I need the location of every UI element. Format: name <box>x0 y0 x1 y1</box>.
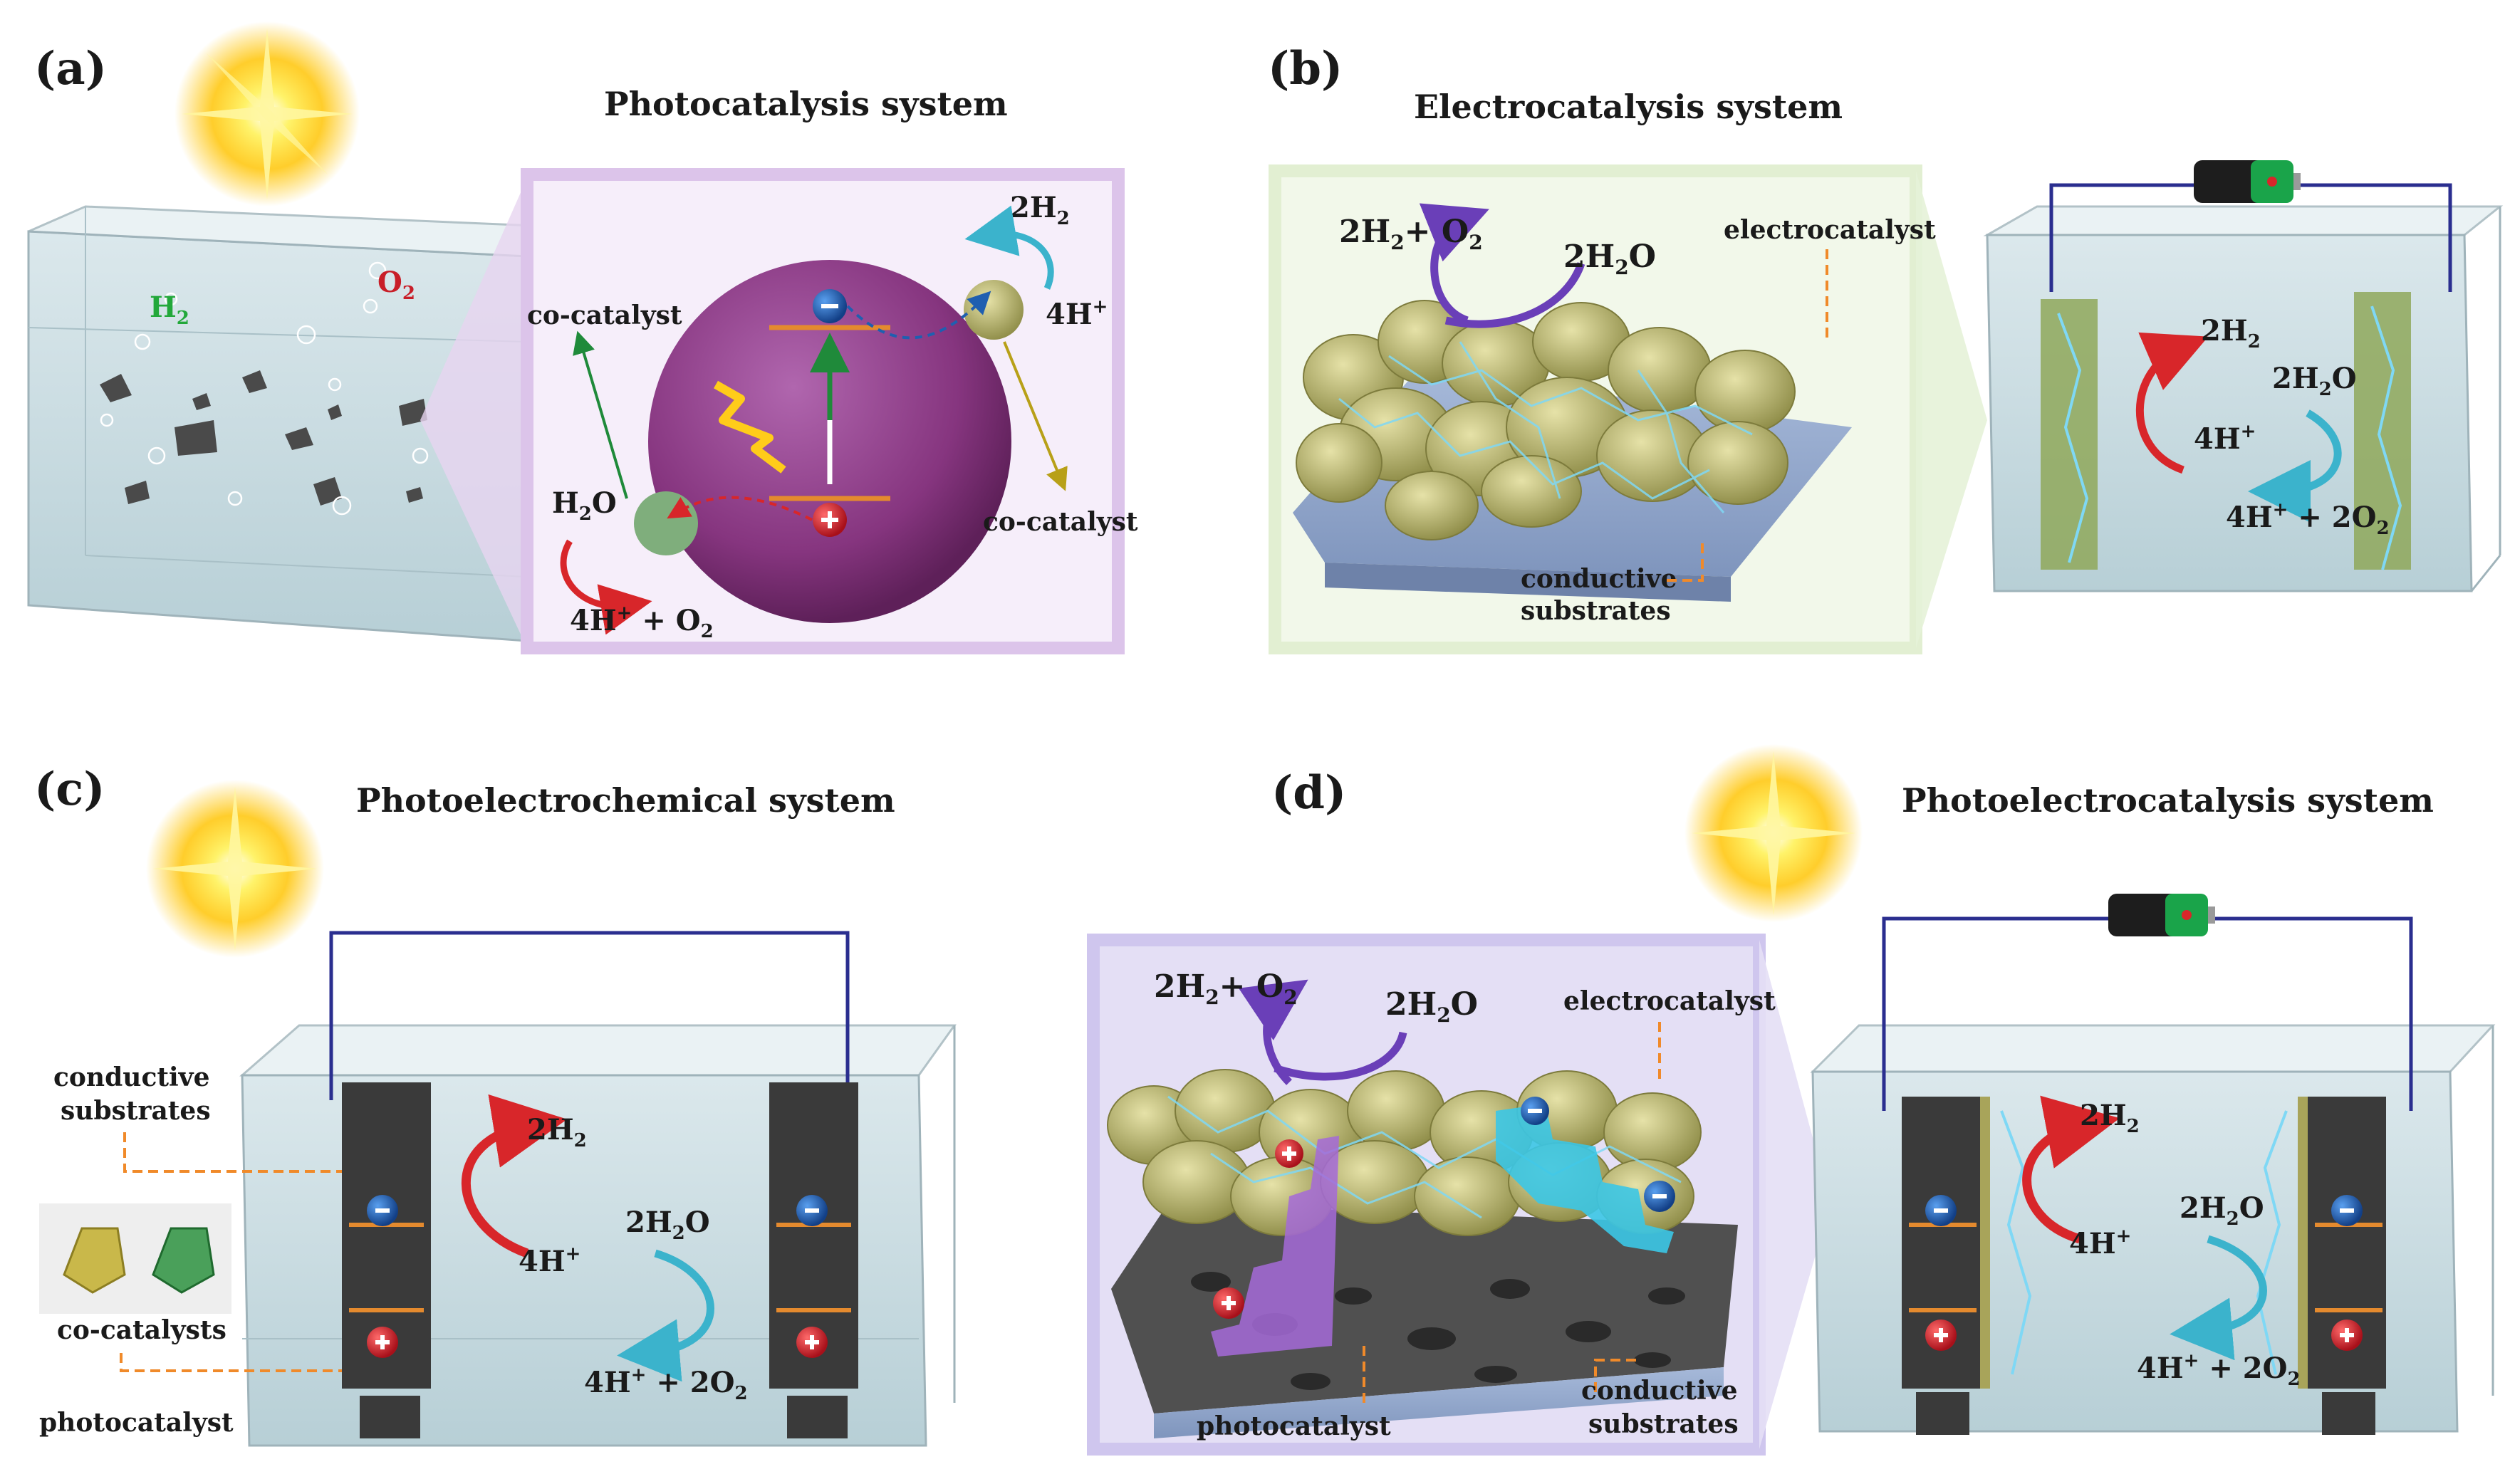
h2-label-a: H2 <box>150 291 189 329</box>
cocatalyst-right-label: co-catalyst <box>983 507 1138 537</box>
conductive-label-b-2: substrates <box>1521 596 1671 626</box>
zoom-beam-a <box>420 178 527 648</box>
porous-texture-d <box>1191 1272 1685 1390</box>
electrocatalyst-label-b: electrocatalyst <box>1724 215 1936 245</box>
eq-reactant-b: 2H2O <box>1563 239 1656 279</box>
catalyst-particles <box>100 370 427 506</box>
h-reactant-a: 4H+ <box>1046 296 1108 331</box>
photocatalyst-layer-d <box>1111 1203 1738 1414</box>
leader-conductive-d <box>1594 1359 1638 1392</box>
red-arrow-d <box>2022 1095 2120 1244</box>
sun-icon <box>175 21 360 207</box>
leader-conductive-c <box>123 1132 342 1173</box>
cyan-arrow-c <box>617 1249 714 1382</box>
panel-d: (d) Photoelectrocatalysis system <box>1087 744 2496 1456</box>
zoom-beam-b <box>1916 171 1987 648</box>
battery-icon <box>2108 894 2215 936</box>
cell-prod-b: 4H+ + 2O2 <box>2226 499 2390 539</box>
bubbles-a <box>100 261 429 516</box>
red-arrow-b <box>2135 332 2209 474</box>
panel-a-label: (a) <box>34 42 107 95</box>
o2-product-a: 4H+ + O2 <box>570 602 714 642</box>
cocatalysts-label-c: co-catalysts <box>57 1315 226 1345</box>
panel-d-title: Photoelectrocatalysis system <box>1902 781 2434 820</box>
cocatalyst-left <box>634 491 698 555</box>
conductive-label-d-2: substrates <box>1588 1409 1739 1439</box>
cocatalyst-left-label: co-catalyst <box>527 301 682 330</box>
oxidation-arrow-a <box>560 539 652 635</box>
photocatalyst-label-c: photocatalyst <box>39 1408 234 1438</box>
zoom-beam-d <box>1759 940 1831 1449</box>
purple-arrow-b-right <box>1444 262 1585 328</box>
tank-a <box>27 205 588 642</box>
red-arrow-c <box>461 1094 568 1258</box>
h2o-reactant-d: 2H2O <box>2180 1191 2264 1230</box>
h-reactant-c: 4H+ <box>519 1243 580 1278</box>
panel-a-title: Photocatalysis system <box>604 85 1008 123</box>
conductive-label-c-1: conductive <box>53 1062 210 1092</box>
purple-arrow-d-right <box>1274 1031 1407 1081</box>
h-reactant-d: 4H+ <box>2069 1226 2131 1260</box>
conductive-label-c-2: substrates <box>61 1096 211 1126</box>
sun-icon <box>1684 744 1863 922</box>
o2-label-a: O2 <box>377 266 415 304</box>
photocatalyst-label-d: photocatalyst <box>1197 1411 1391 1441</box>
cyan-arrow-b <box>2248 409 2342 523</box>
leader-conductive-b <box>1667 538 1704 582</box>
electrocatalyst-label-d: electrocatalyst <box>1563 986 1776 1016</box>
cell-4h-b: 4H+ <box>2194 421 2256 456</box>
panel-b-title: Electrocatalysis system <box>1414 88 1843 126</box>
hole-transfer-path <box>1211 1136 1339 1357</box>
leader-photocat-c <box>120 1353 342 1372</box>
h2o-reactant-c: 2H2O <box>625 1206 710 1244</box>
electric-glow-b <box>1338 341 1753 513</box>
sun-icon <box>146 780 324 958</box>
arrow-cocat-left <box>573 330 628 499</box>
conductive-substrate-d <box>1154 1367 1724 1438</box>
reduction-arrow-a <box>964 205 1054 290</box>
cocatalyst-green <box>152 1227 215 1294</box>
cocatalyst-gold <box>63 1227 126 1294</box>
o2-product-d: 4H+ + 2O2 <box>2137 1350 2301 1390</box>
eq-reactant-d: 2H2O <box>1385 986 1478 1027</box>
panel-c-label: (c) <box>34 763 105 816</box>
panel-c: (c) Photoelectrochemical system 2H2 4H+ <box>34 763 957 1447</box>
panel-b-label: (b) <box>1268 42 1343 95</box>
h2-product-d: 2H2 <box>2080 1099 2140 1137</box>
purple-arrow-b-left <box>1419 203 1489 325</box>
cell-h2o-b: 2H2O <box>2272 362 2357 400</box>
arrow-cocat-right <box>1003 341 1068 491</box>
eq-products-d: 2H2+ O2 <box>1154 968 1298 1009</box>
panel-a: (a) Photocatalysis system <box>27 21 1138 654</box>
cell-h2-b: 2H2 <box>2201 314 2261 352</box>
panel-b: (b) Electrocatalysis system 2H2+ O2 2H2O… <box>1268 42 2504 654</box>
h2o-label-a: H2O <box>552 486 617 525</box>
battery-icon <box>2194 160 2301 203</box>
cell-b <box>1983 160 2504 592</box>
panel-c-title: Photoelectrochemical system <box>356 781 895 820</box>
o2-product-c: 4H+ + 2O2 <box>584 1364 748 1404</box>
h2-product-c: 2H2 <box>527 1113 587 1151</box>
wire-c <box>329 931 850 1100</box>
conductive-label-b-1: conductive <box>1521 564 1677 594</box>
conductive-label-d-1: conductive <box>1581 1376 1738 1406</box>
lightning-icon <box>714 380 786 474</box>
electron-transfer-path <box>1496 1104 1674 1253</box>
cyan-arrow-d <box>2170 1235 2267 1361</box>
eq-products-b: 2H2+ O2 <box>1339 214 1483 254</box>
panel-d-label: (d) <box>1271 766 1346 820</box>
